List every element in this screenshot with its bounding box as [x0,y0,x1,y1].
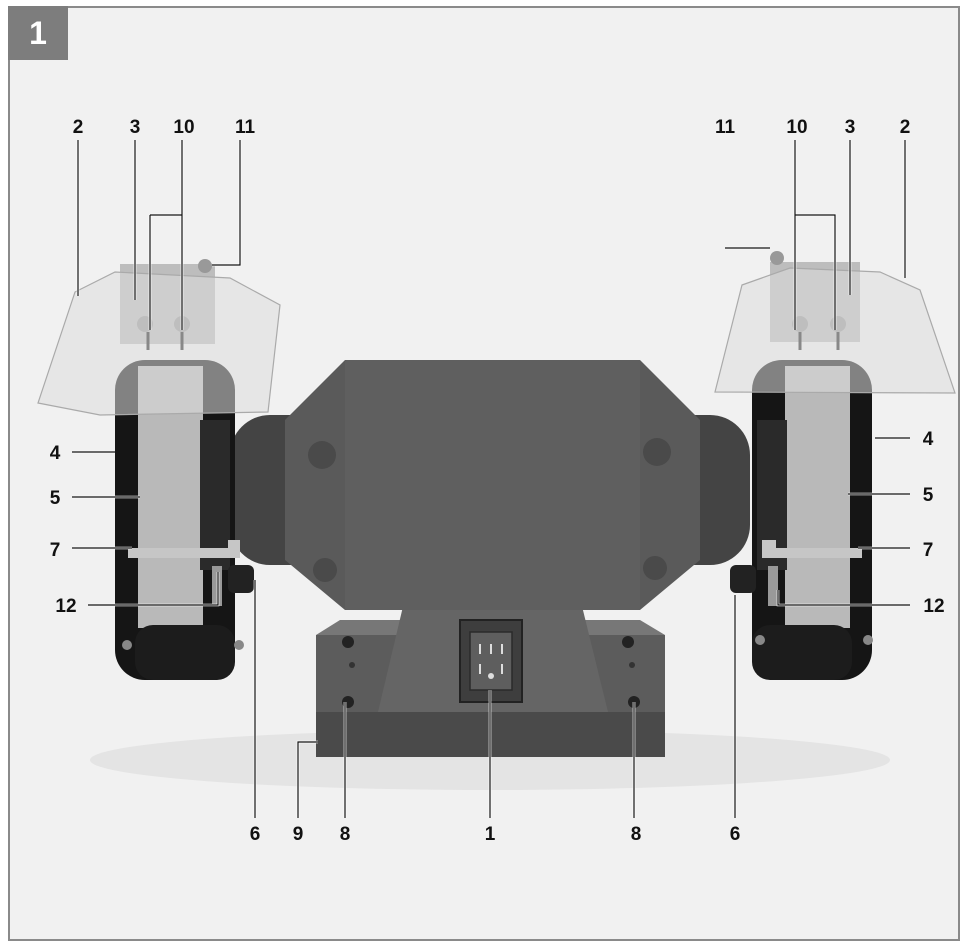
callout-12-right: 12 [923,596,944,617]
left-tool-rest [128,540,240,558]
callout-4-right: 4 [923,429,934,450]
callout-12-left: 12 [55,596,76,617]
callout-8-bottom-left: 8 [340,824,351,845]
callout-5-right: 5 [923,485,934,506]
right-grinding-wheel [785,366,850,628]
callout-8-bottom-right: 8 [631,824,642,845]
callout-10-top-right: 10 [786,117,807,138]
callout-2-top-left: 2 [73,117,84,138]
right-tool-rest [762,540,862,558]
on-off-switch [459,619,523,703]
callout-11-top-right: 11 [715,117,736,138]
callout-7-left: 7 [50,540,61,561]
callout-5-left: 5 [50,488,61,509]
callout-11-top-left: 11 [235,117,256,138]
figure-number-badge: 1 [8,6,68,60]
left-eye-shield [37,271,281,416]
callout-3-top-right: 3 [845,117,856,138]
callout-2-top-right: 2 [900,117,911,138]
right-knob [730,565,756,593]
callout-7-right: 7 [923,540,934,561]
callout-9-bottom: 9 [293,824,304,845]
callout-4-left: 4 [50,443,61,464]
left-wheel-assembly [37,259,281,680]
callout-3-top-left: 3 [130,117,141,138]
callout-1-bottom: 1 [485,824,496,845]
callout-6-bottom-right: 6 [730,824,741,845]
right-eye-shield [714,267,956,394]
motor-housing [230,360,750,610]
callout-10-top-left: 10 [173,117,194,138]
right-wheel-assembly [714,251,956,680]
callout-6-bottom-left: 6 [250,824,261,845]
left-knob [228,565,254,593]
leader-lines [72,140,910,818]
